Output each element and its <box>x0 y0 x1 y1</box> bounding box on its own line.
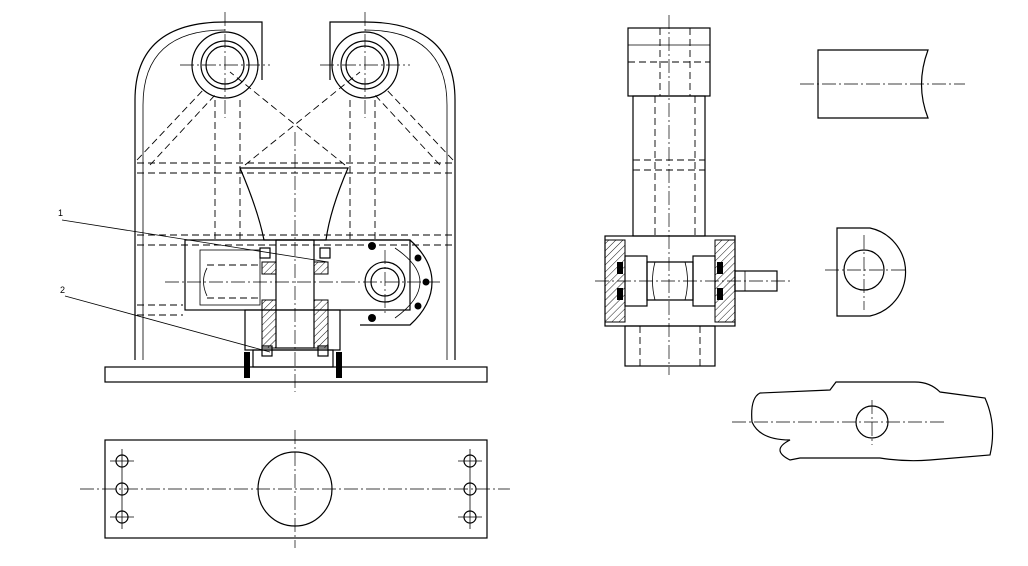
worm-gear <box>360 239 433 326</box>
leader-line-1 <box>61 219 329 263</box>
left-pulley <box>180 12 270 118</box>
plan-bolt-holes <box>110 449 482 529</box>
front-view: 1 2 <box>58 12 488 392</box>
leader-line-2 <box>64 295 271 353</box>
callout-1-label: 1 <box>58 208 63 218</box>
base-plate <box>104 366 488 383</box>
detail-link-plate <box>732 381 994 462</box>
right-pulley <box>320 12 410 118</box>
plan-view <box>80 430 510 548</box>
callout-2-label: 2 <box>60 285 65 295</box>
detail-shaft <box>800 49 965 119</box>
right-arch <box>329 21 456 360</box>
side-view <box>595 15 790 375</box>
detail-d-plate <box>825 227 907 317</box>
hopper <box>239 167 349 241</box>
